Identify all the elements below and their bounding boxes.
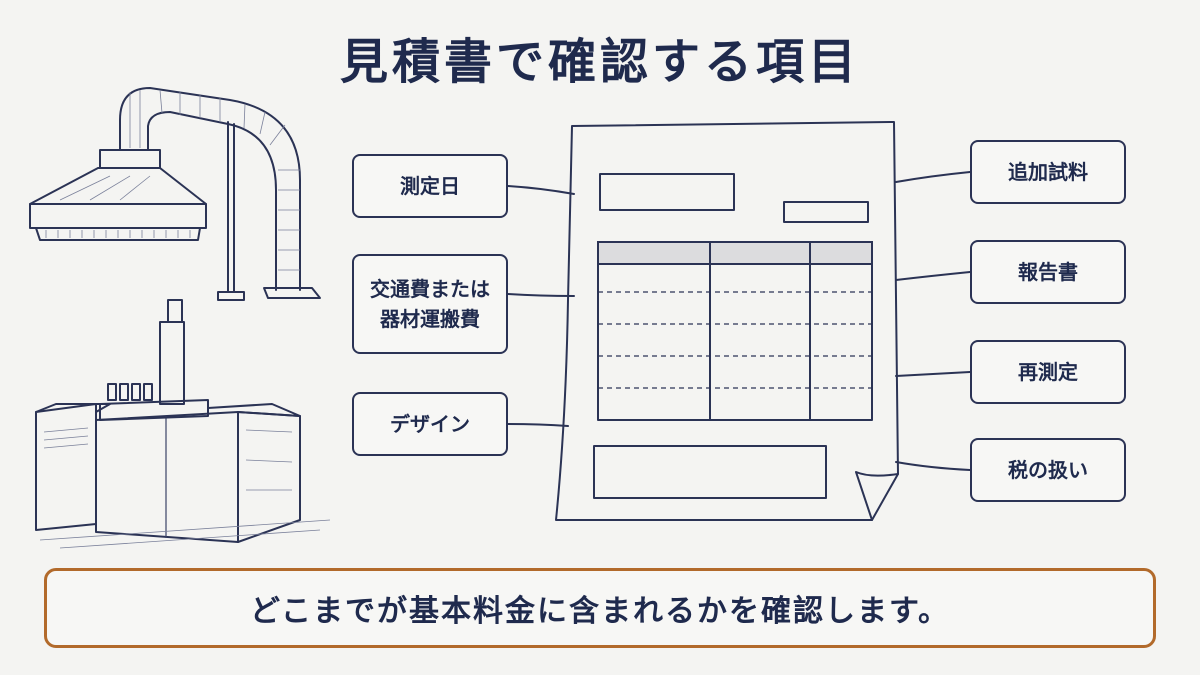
item-remeasurement: 再測定	[970, 340, 1126, 404]
item-tax-handling: 税の扱い	[970, 438, 1126, 502]
estimate-document-icon	[555, 121, 899, 521]
item-additional-samples: 追加試料	[970, 140, 1126, 204]
item-report: 報告書	[970, 240, 1126, 304]
footer-note: どこまでが基本料金に含まれるかを確認します。	[44, 568, 1156, 648]
fume-hood-icon	[29, 87, 321, 301]
item-measurement-date: 測定日	[352, 154, 508, 218]
item-design: デザイン	[352, 392, 508, 456]
item-transport-cost: 交通費または 器材運搬費	[352, 254, 508, 354]
connector-lines	[507, 171, 971, 471]
page-title: 見積書で確認する項目	[339, 34, 860, 90]
analyzer-instrument-icon	[35, 299, 331, 549]
